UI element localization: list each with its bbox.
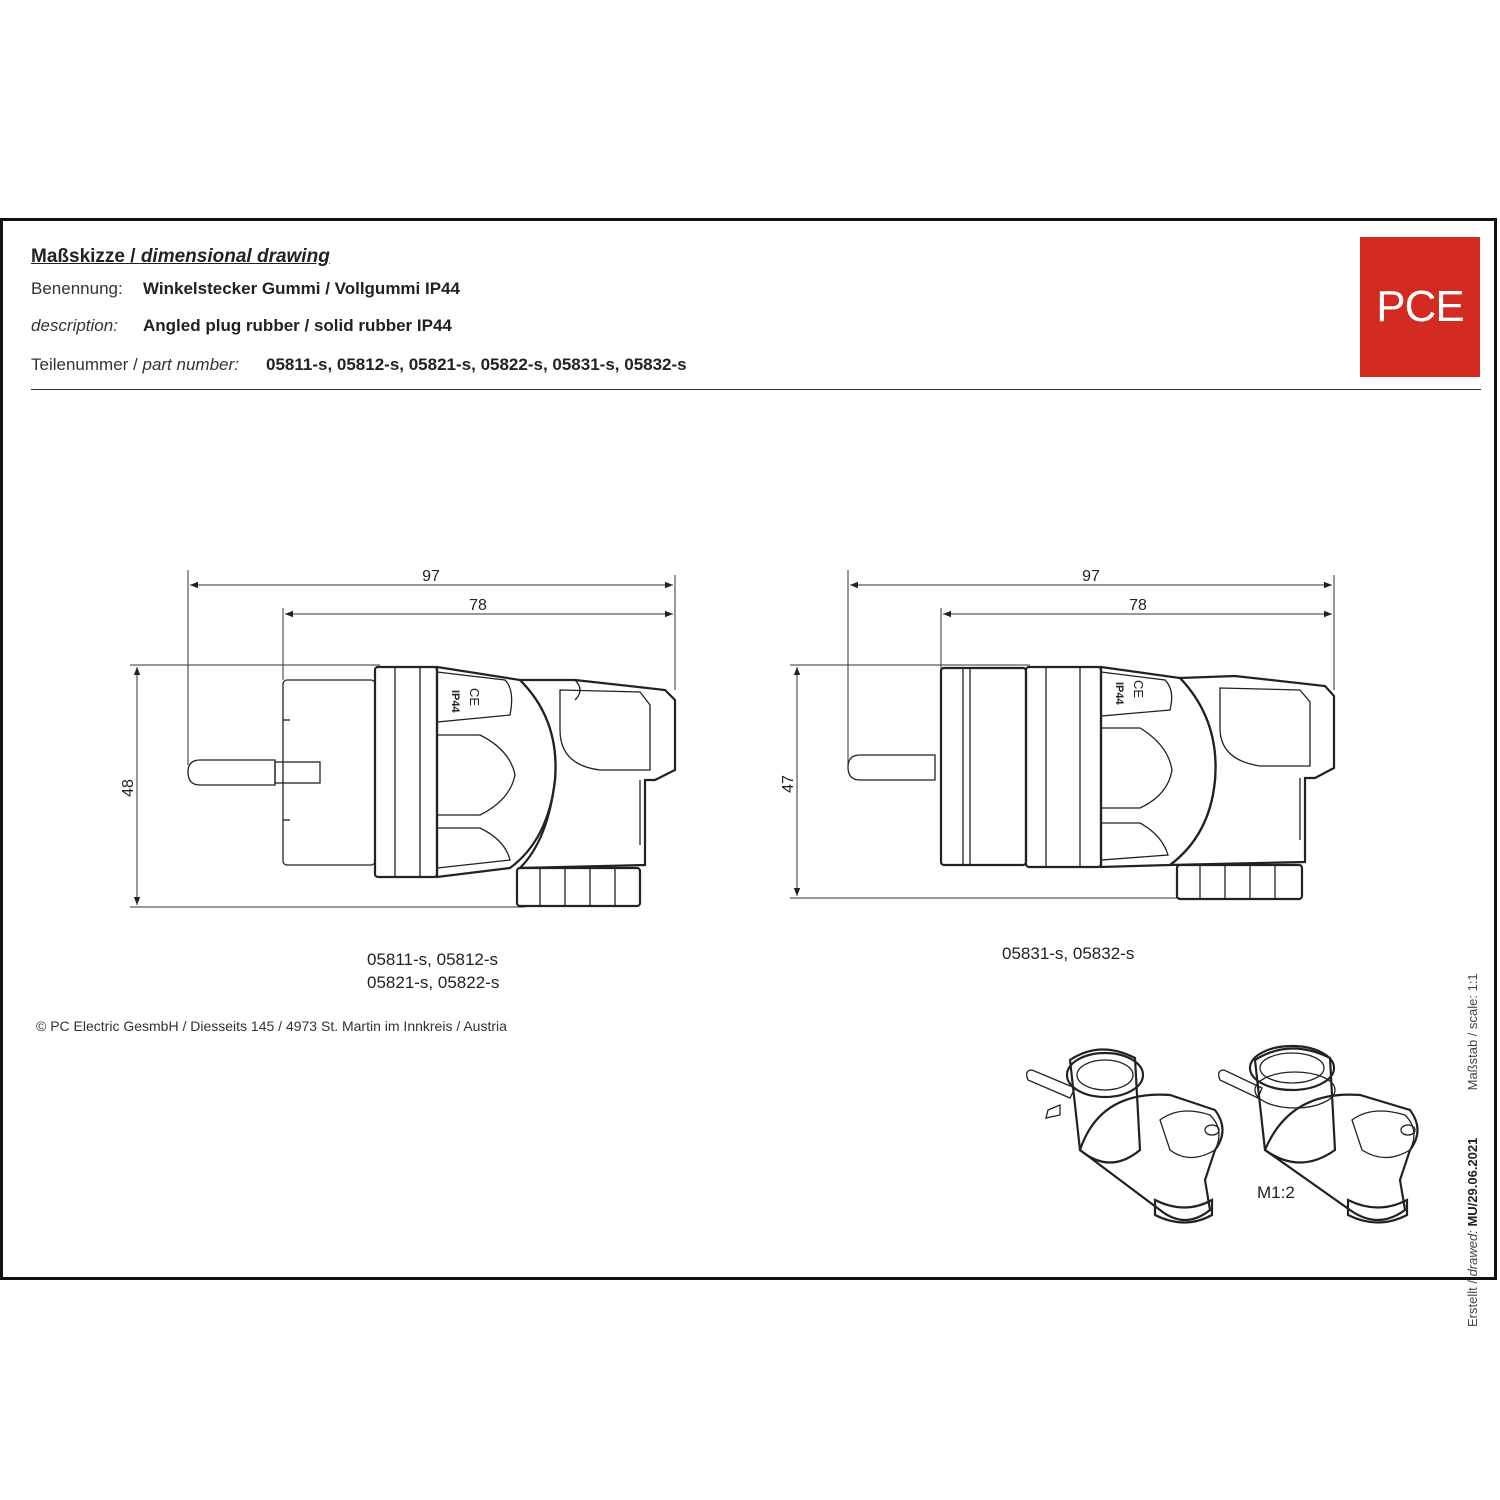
drawing-left: 97 78 48 IP44 CE bbox=[120, 568, 677, 908]
caption-right: 05831-s, 05832-s bbox=[1002, 942, 1134, 965]
benennung-row: Benennung: Winkelstecker Gummi / Vollgum… bbox=[31, 279, 460, 299]
part-number-row: Teilenummer / part number: 05811-s, 0581… bbox=[31, 355, 687, 374]
ip-mark-right: IP44 bbox=[1113, 682, 1125, 706]
ce-mark-left: CE bbox=[467, 688, 482, 706]
description-label: description: bbox=[31, 316, 118, 335]
description-row: description: Angled plug rubber / solid … bbox=[31, 316, 452, 336]
dim-48: 48 bbox=[120, 779, 137, 797]
caption-left: 05811-s, 05812-s 05821-s, 05822-s bbox=[367, 948, 499, 994]
dim-78-right: 78 bbox=[1129, 597, 1147, 614]
pin-left bbox=[187, 759, 276, 786]
grip-ridge-right bbox=[1100, 727, 1173, 809]
pin-right bbox=[847, 754, 936, 781]
drawing-right: 97 78 47 IP44 CE bbox=[780, 568, 1336, 901]
drawing-sheet: Maßskizze / dimensional drawing Benennun… bbox=[0, 218, 1497, 1280]
header-divider bbox=[31, 389, 1481, 390]
scale-label: Maßstab / scale: 1:1 bbox=[1465, 973, 1480, 1091]
footer-copyright: © PC Electric GesmbH / Diesseits 145 / 4… bbox=[36, 1018, 507, 1034]
caption-left-line2: 05821-s, 05822-s bbox=[367, 973, 500, 992]
cable-gland-right bbox=[1175, 863, 1304, 901]
benennung-value: Winkelstecker Gummi / Vollgummi IP44 bbox=[143, 279, 460, 298]
side-info: Erstellt / drawed: MU/29.06.2021 Maßstab… bbox=[1465, 973, 1480, 1327]
ip-mark-left: IP44 bbox=[449, 690, 461, 714]
ce-mark-right: CE bbox=[1131, 680, 1146, 698]
dim-97-right: 97 bbox=[1082, 568, 1100, 585]
dim-78-left: 78 bbox=[469, 597, 487, 614]
benennung-label: Benennung: bbox=[31, 279, 123, 298]
caption-right-line1: 05831-s, 05832-s bbox=[1002, 944, 1135, 963]
description-value: Angled plug rubber / solid rubber IP44 bbox=[143, 316, 452, 335]
sheet-title: Maßskizze / dimensional drawing bbox=[31, 246, 330, 267]
part-number-value: 05811-s, 05812-s, 05821-s, 05822-s, 0583… bbox=[266, 355, 687, 374]
cable-gland-left bbox=[515, 866, 642, 908]
dim-97-left: 97 bbox=[422, 568, 440, 585]
perspective-scale: M1:2 bbox=[1257, 1183, 1295, 1202]
grip-ridge-left bbox=[436, 734, 516, 816]
dim-47: 47 bbox=[780, 775, 797, 793]
created-date: MU/29.06.2021 bbox=[1465, 1137, 1480, 1227]
perspective-view-2 bbox=[1218, 1044, 1419, 1224]
pce-logo: PCE bbox=[1360, 237, 1480, 377]
perspective-view-1 bbox=[1026, 1048, 1224, 1224]
caption-left-line1: 05811-s, 05812-s bbox=[367, 950, 499, 969]
